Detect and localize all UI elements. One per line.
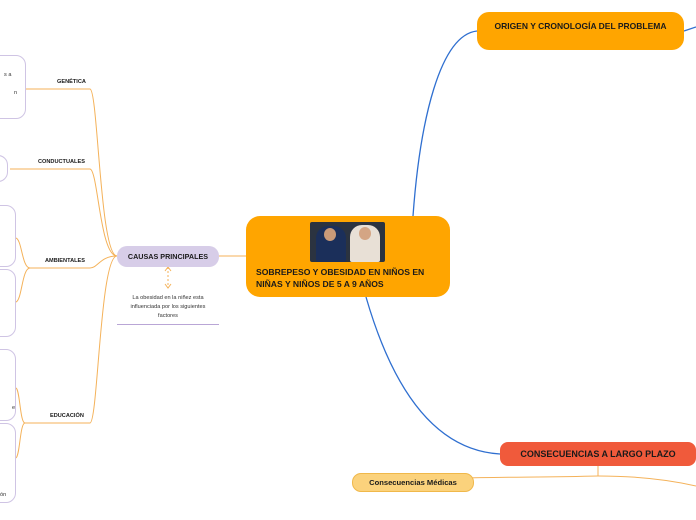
- central-title: SOBREPESO Y OBESIDAD EN NIÑOS EN NIÑAS Y…: [256, 267, 425, 289]
- ambientales-detail-box-2[interactable]: [0, 269, 16, 337]
- connector-consec-right: [597, 475, 696, 487]
- genetica-detail-box[interactable]: [0, 55, 26, 119]
- genetica-text-fragment-1: s a: [4, 72, 12, 78]
- category-educacion[interactable]: EDUCACIÓN: [50, 413, 84, 419]
- connector-ambientales: [30, 255, 118, 269]
- connector-origen-out: [683, 26, 696, 32]
- educacion-text-fragment-1: e: [12, 405, 16, 411]
- genetica-text-fragment-2: n: [14, 90, 18, 96]
- causas-note: La obesidad en la niñez esta influenciad…: [130, 295, 206, 319]
- connector-educacion: [25, 255, 118, 424]
- educacion-text-fragment-2: ón: [0, 492, 7, 498]
- educacion-detail-box-2[interactable]: [0, 423, 16, 503]
- note-underline: [117, 324, 219, 325]
- topic-consecuencias[interactable]: CONSECUENCIAS A LARGO PLAZO: [500, 442, 696, 466]
- connector-genetica: [25, 88, 118, 257]
- children-photo: [310, 222, 385, 262]
- subtopic-consecuencias-medicas[interactable]: Consecuencias Médicas: [352, 473, 474, 492]
- topic-causas[interactable]: CAUSAS PRINCIPALES: [117, 246, 219, 267]
- connector-origen: [412, 30, 478, 217]
- topic-origen[interactable]: ORIGEN Y CRONOLOGÍA DEL PROBLEMA: [477, 12, 684, 50]
- educacion-detail-box-1[interactable]: [0, 349, 16, 421]
- ambientales-detail-box-1[interactable]: [0, 205, 16, 267]
- connector-conductuales: [10, 168, 118, 257]
- category-ambientales[interactable]: AMBIENTALES: [45, 258, 85, 264]
- category-conductuales[interactable]: CONDUCTUALES: [38, 159, 85, 165]
- category-genetica[interactable]: GENÉTICA: [57, 79, 86, 85]
- central-topic[interactable]: SOBREPESO Y OBESIDAD EN NIÑOS EN NIÑAS Y…: [246, 216, 450, 297]
- connector-consecuencias: [365, 296, 501, 455]
